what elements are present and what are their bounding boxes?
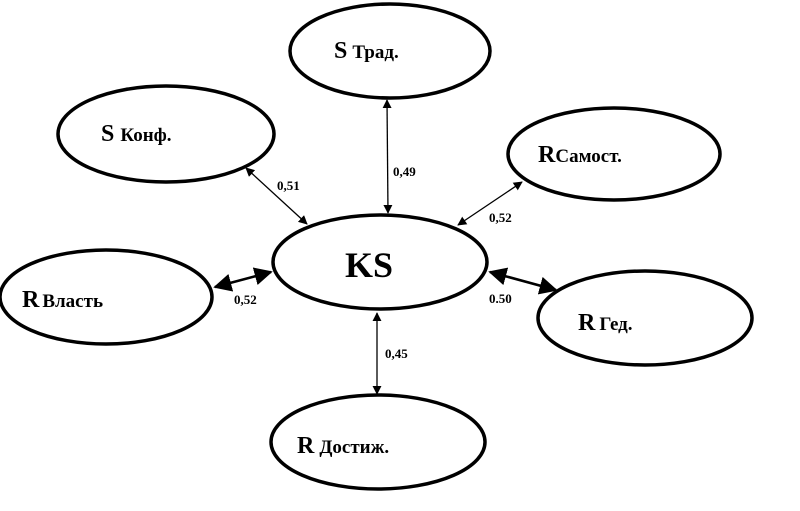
edge-vlast-ks — [213, 267, 273, 292]
node-konf: S Конф. — [56, 84, 276, 184]
node-label: Гед. — [599, 314, 632, 335]
node-label: Трад. — [352, 42, 398, 63]
edge-value-samost: 0,52 — [489, 210, 512, 225]
node-samost: RСамост. — [506, 106, 722, 202]
edge-value-konf: 0,51 — [277, 178, 300, 193]
node-prefix: S — [334, 38, 347, 64]
edge-value-vlast: 0,52 — [234, 292, 257, 307]
edge-value-ged: 0.50 — [489, 291, 512, 306]
edge-trad-ks — [382, 99, 393, 214]
edge-ged-ks — [488, 267, 558, 295]
node-prefix: R — [578, 310, 596, 336]
edge-konf-ks — [245, 167, 308, 225]
node-prefix: S — [101, 121, 114, 147]
node-label: Конф. — [120, 125, 171, 146]
node-label: Достиж. — [319, 437, 389, 458]
node-label: Власть — [42, 291, 103, 312]
svg-text:RСамост.: RСамост. — [538, 142, 622, 168]
edge-samost-ks — [457, 181, 523, 226]
node-ks-center: KS — [271, 213, 489, 311]
edge-value-dostizh: 0,45 — [385, 346, 408, 361]
edge-value-trad: 0,49 — [393, 164, 416, 179]
node-prefix: R — [297, 433, 315, 459]
center-label: KS — [345, 245, 393, 285]
node-prefix: R — [538, 142, 556, 168]
node-label: Самост. — [555, 146, 622, 167]
node-prefix: R — [22, 287, 40, 313]
